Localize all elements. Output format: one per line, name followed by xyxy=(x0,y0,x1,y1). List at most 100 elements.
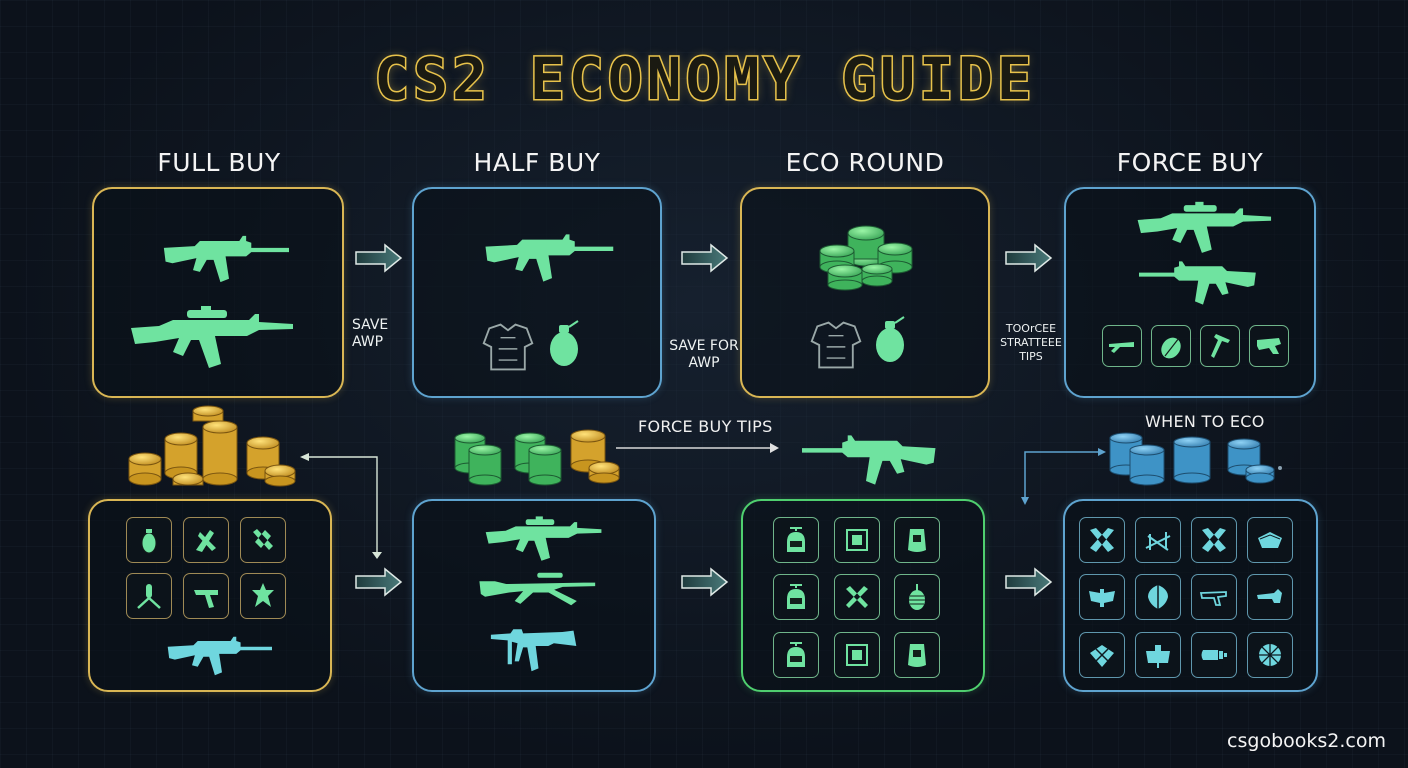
arrow-right-icon xyxy=(1005,567,1053,597)
ak-rifle-icon xyxy=(786,428,946,492)
grenade-icon xyxy=(909,584,925,610)
tile-revolver xyxy=(1191,574,1237,620)
armor-icon xyxy=(1258,532,1282,548)
wings-icon xyxy=(1089,589,1115,607)
tile-armor xyxy=(1247,517,1293,563)
heading-eco-round: ECO ROUND xyxy=(785,148,945,177)
note-line: TOOrCEE xyxy=(1005,322,1057,335)
kevlar-vest-icon xyxy=(480,319,536,375)
force-buy-tips-label: FORCE BUY TIPS xyxy=(638,417,773,436)
helmet-icon xyxy=(787,642,805,667)
tile-crossed-knives xyxy=(834,574,880,620)
eco-round-panel xyxy=(740,187,990,398)
heading-full-buy: FULL BUY xyxy=(157,148,281,177)
note-line: SAVE xyxy=(352,317,389,333)
page-title: CS2 ECONOMY GUIDE xyxy=(360,44,1050,115)
tile-knife xyxy=(1200,325,1240,367)
note-save-awp: SAVE AWP xyxy=(352,317,404,351)
molotov-icon xyxy=(252,583,274,607)
helmet-icon xyxy=(787,584,805,609)
loadout-panel-blue xyxy=(412,499,656,692)
tile-defuse-kit xyxy=(894,632,940,678)
shotgun-icon xyxy=(1109,342,1134,353)
when-to-eco-label: WHEN TO ECO xyxy=(1145,412,1265,431)
tile-utility xyxy=(183,517,229,563)
heading-half-buy: HALF BUY xyxy=(473,148,601,177)
tile-tripod xyxy=(126,573,172,619)
tile-helmet xyxy=(1135,632,1181,678)
arrow-right-icon xyxy=(681,567,729,597)
kevlar-vest-icon xyxy=(808,317,864,373)
grenade-icon xyxy=(544,315,584,373)
rifle-icon xyxy=(482,227,622,289)
wheel-icon xyxy=(1259,644,1281,666)
tile-grenade xyxy=(894,574,940,620)
map-icon xyxy=(846,529,868,551)
watermark-link[interactable]: csgobooks2.com xyxy=(1227,730,1386,752)
tile-utility xyxy=(240,517,286,563)
knife-icon xyxy=(1211,334,1230,358)
tile-pistol xyxy=(1249,325,1289,367)
tile-wings xyxy=(1079,574,1125,620)
grenade-icon xyxy=(870,311,910,369)
crossed-knives-icon xyxy=(846,586,868,608)
arrow-right-icon xyxy=(355,567,403,597)
pistol-icon xyxy=(1257,589,1282,603)
barricade-icon xyxy=(1145,532,1171,551)
scoped-rifle-icon xyxy=(1136,199,1276,259)
note-line: AWP xyxy=(688,355,720,371)
note-line: AWP xyxy=(352,334,384,350)
sniper-icon xyxy=(478,569,598,609)
tile-barricade xyxy=(1135,517,1181,563)
tile-crossed-blades xyxy=(1079,517,1125,563)
tile-crossed-blades xyxy=(1191,517,1237,563)
tile-helmet xyxy=(773,632,819,678)
crossed-blades-icon xyxy=(1090,528,1114,552)
scoped-rifle-icon xyxy=(470,515,620,565)
tile-pistol xyxy=(1247,574,1293,620)
utility-icon xyxy=(196,530,216,552)
arrow-right-icon xyxy=(1005,243,1053,273)
smg-icon xyxy=(194,590,218,608)
bullet-icon xyxy=(1201,650,1227,660)
tile-shotgun xyxy=(1102,325,1142,367)
diamond-icon xyxy=(1090,645,1114,667)
tripod-icon xyxy=(137,584,161,609)
tile-grenade xyxy=(1151,325,1191,367)
tile-grenade xyxy=(126,517,172,563)
equipment-panel-blue xyxy=(1063,499,1318,692)
blue-coin-stacks-icon xyxy=(1109,432,1282,486)
tile-map xyxy=(834,517,880,563)
tile-map xyxy=(834,632,880,678)
revolver-icon xyxy=(1199,591,1227,606)
tile-helmet xyxy=(773,574,819,620)
rifle-icon xyxy=(154,229,304,289)
arrow-right-icon xyxy=(355,243,403,273)
tile-bullet xyxy=(1191,632,1237,678)
crossed-blades-icon xyxy=(1202,528,1226,552)
defuse-kit-icon xyxy=(908,644,926,667)
defuse-kit-icon xyxy=(908,529,926,552)
map-icon xyxy=(846,644,868,666)
note-line: TIPS xyxy=(1019,350,1043,363)
helmet-icon xyxy=(787,527,805,552)
tile-molotov xyxy=(240,573,286,619)
grenade-icon xyxy=(141,529,157,554)
grenade-icon xyxy=(1161,337,1181,359)
tile-defuse-kit xyxy=(894,517,940,563)
tile-shield xyxy=(1135,574,1181,620)
note-force-strategy-tips: TOOrCEE STRATTEEE TIPS xyxy=(996,322,1066,364)
smg-icon xyxy=(482,625,588,681)
arrow-right-icon xyxy=(681,243,729,273)
half-buy-panel xyxy=(412,187,662,398)
note-line: STRATTEEE xyxy=(1000,336,1062,349)
tile-helmet xyxy=(773,517,819,563)
shield-icon xyxy=(1148,585,1168,609)
tile-wheel xyxy=(1247,632,1293,678)
coin-stacks-icon xyxy=(819,225,913,291)
tile-diamond xyxy=(1079,632,1125,678)
gold-coin-stacks-icon xyxy=(128,405,296,487)
full-buy-panel xyxy=(92,187,344,398)
note-line: SAVE FOR xyxy=(669,338,739,354)
rifle-icon xyxy=(1112,255,1278,311)
